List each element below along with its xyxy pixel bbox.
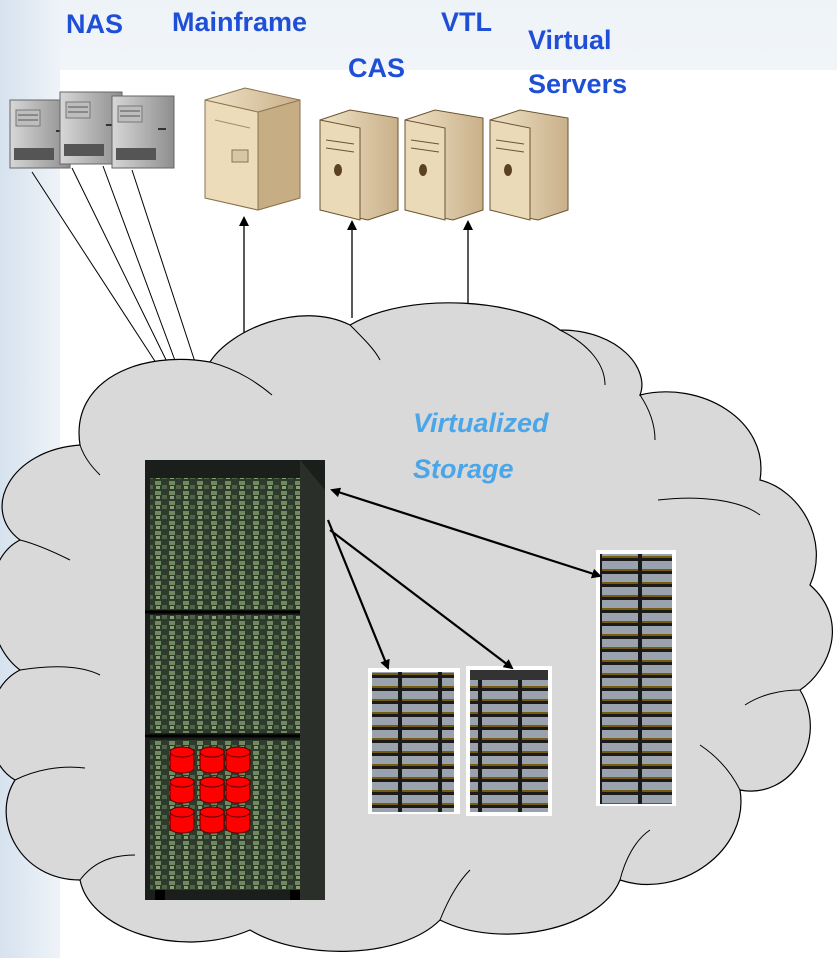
disk-cylinder-icon xyxy=(225,776,251,804)
disk-cylinder-icon xyxy=(199,746,225,774)
virtual-servers-label-line2: Servers xyxy=(528,69,628,99)
disk-cylinder-icon xyxy=(199,776,225,804)
storage-unit-small-2 xyxy=(466,666,552,816)
disk-cylinder-icon xyxy=(225,746,251,774)
nas-server-icon xyxy=(9,91,175,169)
tower-server-icon xyxy=(319,109,569,221)
disk-cylinder-icon xyxy=(169,776,195,804)
storage-arrows xyxy=(326,487,602,670)
disk-cylinder-icon xyxy=(169,746,251,834)
nas-label: NAS xyxy=(66,9,124,39)
disk-cylinder-icon xyxy=(225,806,251,834)
storage-unit-small-1 xyxy=(368,668,460,814)
storage-rack-icon xyxy=(145,460,325,900)
disk-cylinder-icon xyxy=(169,806,195,834)
mainframe-label: Mainframe xyxy=(172,7,308,37)
virtual-servers-label-line1: Virtual xyxy=(528,25,612,55)
cas-label: CAS xyxy=(348,53,406,83)
cloud-inner-arcs xyxy=(14,324,801,921)
mainframe-server-icon xyxy=(204,87,301,211)
cloud-label-line2: Storage xyxy=(413,454,514,484)
nas-connection-lines xyxy=(31,165,196,375)
virtualized-storage-cloud xyxy=(0,302,833,952)
vtl-label: VTL xyxy=(441,7,492,37)
disk-cylinder-icon xyxy=(199,806,225,834)
storage-unit-tall xyxy=(596,550,676,806)
disk-cylinder-icon xyxy=(169,746,195,774)
cloud-label-line1: Virtualized xyxy=(413,408,549,438)
